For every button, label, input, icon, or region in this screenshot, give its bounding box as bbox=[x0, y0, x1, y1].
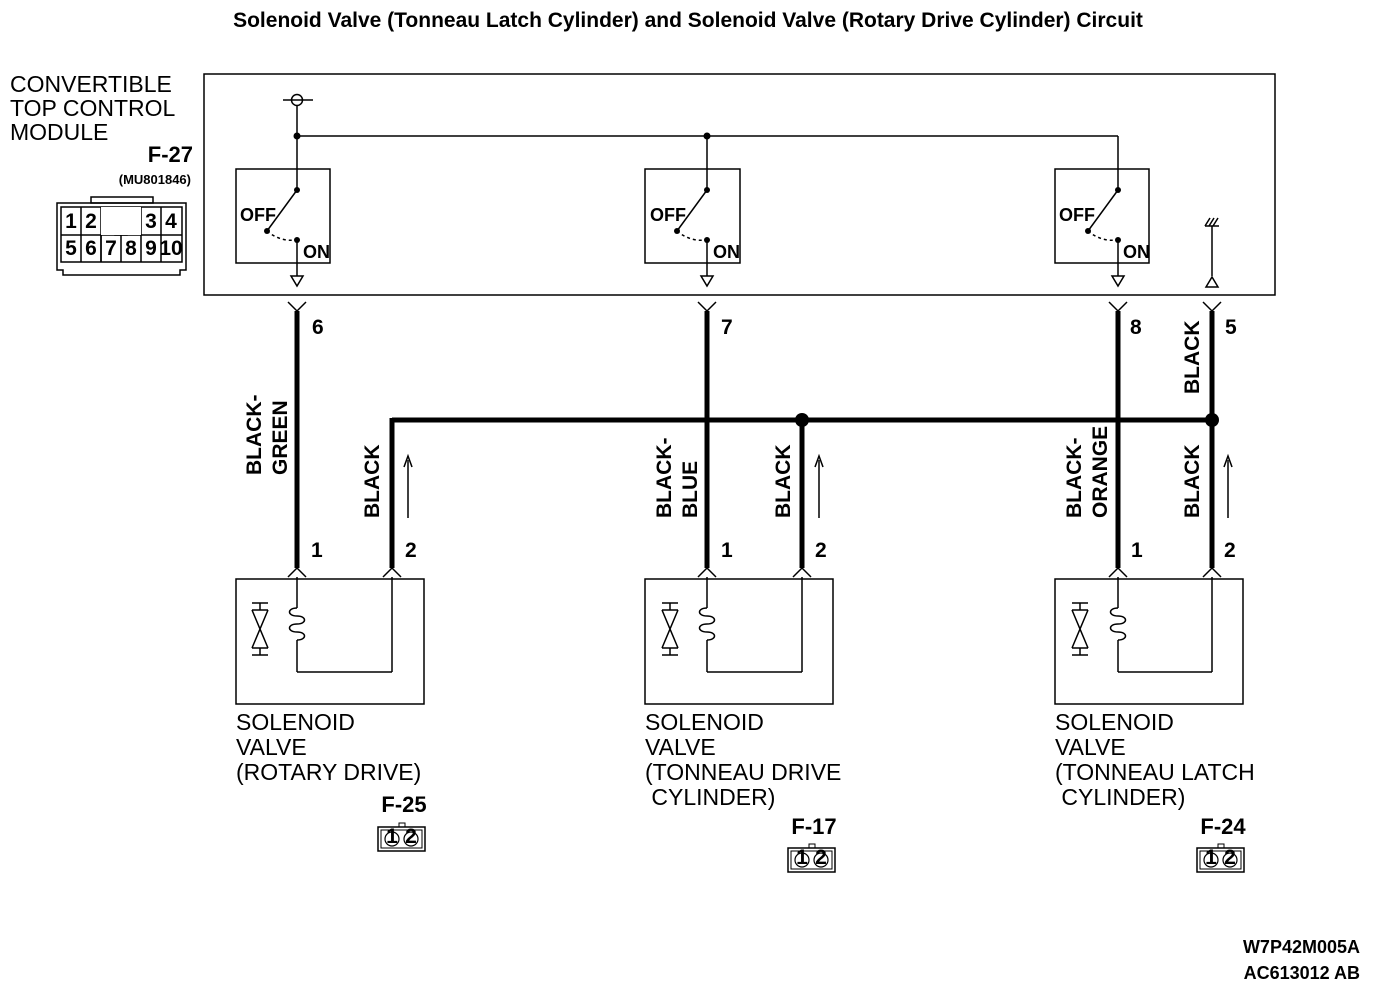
wire-label-2a: BLACK- bbox=[653, 438, 676, 518]
module-pin-8-label: 8 bbox=[1130, 316, 1142, 339]
valve-3-pin-1: 1 bbox=[1131, 539, 1143, 562]
valve-3-name-line-2: VALVE bbox=[1055, 734, 1126, 760]
figure-code: W7P42M005A bbox=[1243, 937, 1360, 957]
wire-label-return-2: BLACK bbox=[772, 445, 795, 519]
module-name-line-2: TOP CONTROL bbox=[10, 95, 175, 121]
valve-1-name-line-2: VALVE bbox=[236, 734, 307, 760]
valve-2-icon bbox=[661, 602, 679, 656]
valve-2-name-line-2: VALVE bbox=[645, 734, 716, 760]
switch-2: OFF ON bbox=[644, 168, 741, 288]
wire-label-1b: GREEN bbox=[269, 400, 292, 475]
module-pin-6: 6 bbox=[85, 237, 97, 260]
wire-label-2b: BLUE bbox=[679, 461, 702, 518]
module-pin-10: 10 bbox=[159, 237, 182, 260]
valve-3-conn-pin-1: 1 bbox=[1205, 846, 1217, 869]
module-pin-7-label: 7 bbox=[721, 316, 733, 339]
module-pin-1: 1 bbox=[65, 210, 77, 233]
valve-entry-marks bbox=[287, 566, 1222, 578]
valve-1-conn-pin-2: 2 bbox=[405, 825, 417, 848]
wire-label-ground: BLACK bbox=[1181, 321, 1204, 395]
valve-2-connector-face: 1 2 bbox=[787, 843, 836, 873]
control-module-box bbox=[203, 73, 1276, 296]
internal-power-bus bbox=[283, 93, 1119, 190]
diagram-title: Solenoid Valve (Tonneau Latch Cylinder) … bbox=[233, 9, 1143, 32]
valve-2-pin-1: 1 bbox=[721, 539, 733, 562]
valve-3-pin-2: 2 bbox=[1224, 539, 1236, 562]
module-connector-pins: 1 2 3 4 5 6 7 8 9 10 bbox=[65, 210, 183, 260]
bus-junctions bbox=[293, 132, 711, 140]
valve-3-connector-id: F-24 bbox=[1200, 814, 1246, 839]
module-pin-3: 3 bbox=[145, 210, 157, 233]
valve-3-coil bbox=[1109, 577, 1213, 673]
valve-1-conn-pin-1: 1 bbox=[386, 825, 398, 848]
module-connector-face bbox=[56, 196, 187, 276]
valve-3-icon bbox=[1071, 602, 1089, 656]
valve-2-name-line-4: CYLINDER) bbox=[645, 784, 775, 810]
module-name-line-1: CONVERTIBLE bbox=[10, 71, 172, 97]
switch-3-off-label: OFF bbox=[1059, 205, 1095, 225]
module-entry-marks bbox=[287, 301, 1222, 313]
module-connector-id: F-27 bbox=[148, 142, 193, 167]
wire-label-return-3: BLACK bbox=[1181, 445, 1204, 519]
valve-3-name-line-1: SOLENOID bbox=[1055, 709, 1174, 735]
module-pin-2: 2 bbox=[85, 210, 97, 233]
module-pin-5: 5 bbox=[65, 237, 77, 260]
module-pin-8: 8 bbox=[125, 237, 137, 260]
module-part-number: (MU801846) bbox=[119, 172, 191, 187]
valve-2-connector-id: F-17 bbox=[791, 814, 836, 839]
wire-splices bbox=[795, 413, 1219, 427]
wire-label-1a: BLACK- bbox=[243, 395, 266, 475]
valve-1-name-line-3: (ROTARY DRIVE) bbox=[236, 759, 421, 785]
valve-3-name-line-3: (TONNEAU LATCH bbox=[1055, 759, 1255, 785]
module-name-line-3: MODULE bbox=[10, 119, 108, 145]
valve-3-connector-face: 1 2 bbox=[1196, 843, 1245, 873]
module-pin-7: 7 bbox=[105, 237, 117, 260]
valve-2-conn-pin-1: 1 bbox=[796, 846, 808, 869]
internal-ground-symbol bbox=[1204, 217, 1220, 288]
switch-3: OFF ON bbox=[1054, 168, 1150, 288]
valve-2-coil bbox=[698, 577, 803, 673]
solenoid-valve-3: SOLENOID VALVE (TONNEAU LATCH CYLINDER) … bbox=[1054, 577, 1255, 873]
switch-1: OFF ON bbox=[235, 168, 331, 288]
wire-label-return-1: BLACK bbox=[361, 445, 384, 519]
valve-2-name-line-3: (TONNEAU DRIVE bbox=[645, 759, 841, 785]
valve-3-name-line-4: CYLINDER) bbox=[1055, 784, 1185, 810]
valve-1-coil bbox=[288, 577, 393, 673]
valve-1-icon bbox=[251, 602, 269, 656]
switch-1-on-label: ON bbox=[303, 242, 330, 262]
valve-1-connector-face: 1 2 bbox=[377, 822, 426, 852]
valve-3-conn-pin-2: 2 bbox=[1224, 846, 1236, 869]
wire-label-3b: ORANGE bbox=[1089, 426, 1112, 518]
valve-1-name-line-1: SOLENOID bbox=[236, 709, 355, 735]
module-pin-9: 9 bbox=[145, 237, 157, 260]
current-arrows bbox=[403, 453, 1233, 518]
switch-2-off-label: OFF bbox=[650, 205, 686, 225]
valve-1-connector-id: F-25 bbox=[381, 792, 426, 817]
module-pin-4: 4 bbox=[165, 210, 177, 233]
wire-label-3a: BLACK- bbox=[1063, 438, 1086, 518]
switch-2-on-label: ON bbox=[713, 242, 740, 262]
solenoid-valve-1: SOLENOID VALVE (ROTARY DRIVE) F-25 1 2 bbox=[235, 577, 427, 852]
valve-1-pin-2: 2 bbox=[405, 539, 417, 562]
switch-3-on-label: ON bbox=[1123, 242, 1150, 262]
valve-2-name-line-1: SOLENOID bbox=[645, 709, 764, 735]
module-pin-6-label: 6 bbox=[312, 316, 324, 339]
figure-reference: AC613012 AB bbox=[1244, 963, 1360, 983]
module-label: CONVERTIBLE TOP CONTROL MODULE F-27 (MU8… bbox=[10, 71, 193, 187]
harness-wires bbox=[294, 311, 1215, 568]
valve-2-conn-pin-2: 2 bbox=[815, 846, 827, 869]
solenoid-valve-2: SOLENOID VALVE (TONNEAU DRIVE CYLINDER) … bbox=[644, 577, 841, 873]
wire-labels: BLACK- GREEN BLACK BLACK- BLUE BLACK BLA… bbox=[243, 321, 1204, 519]
module-pin-5-label: 5 bbox=[1225, 316, 1237, 339]
switch-1-off-label: OFF bbox=[240, 205, 276, 225]
valve-1-pin-1: 1 bbox=[311, 539, 323, 562]
valve-2-pin-2: 2 bbox=[815, 539, 827, 562]
